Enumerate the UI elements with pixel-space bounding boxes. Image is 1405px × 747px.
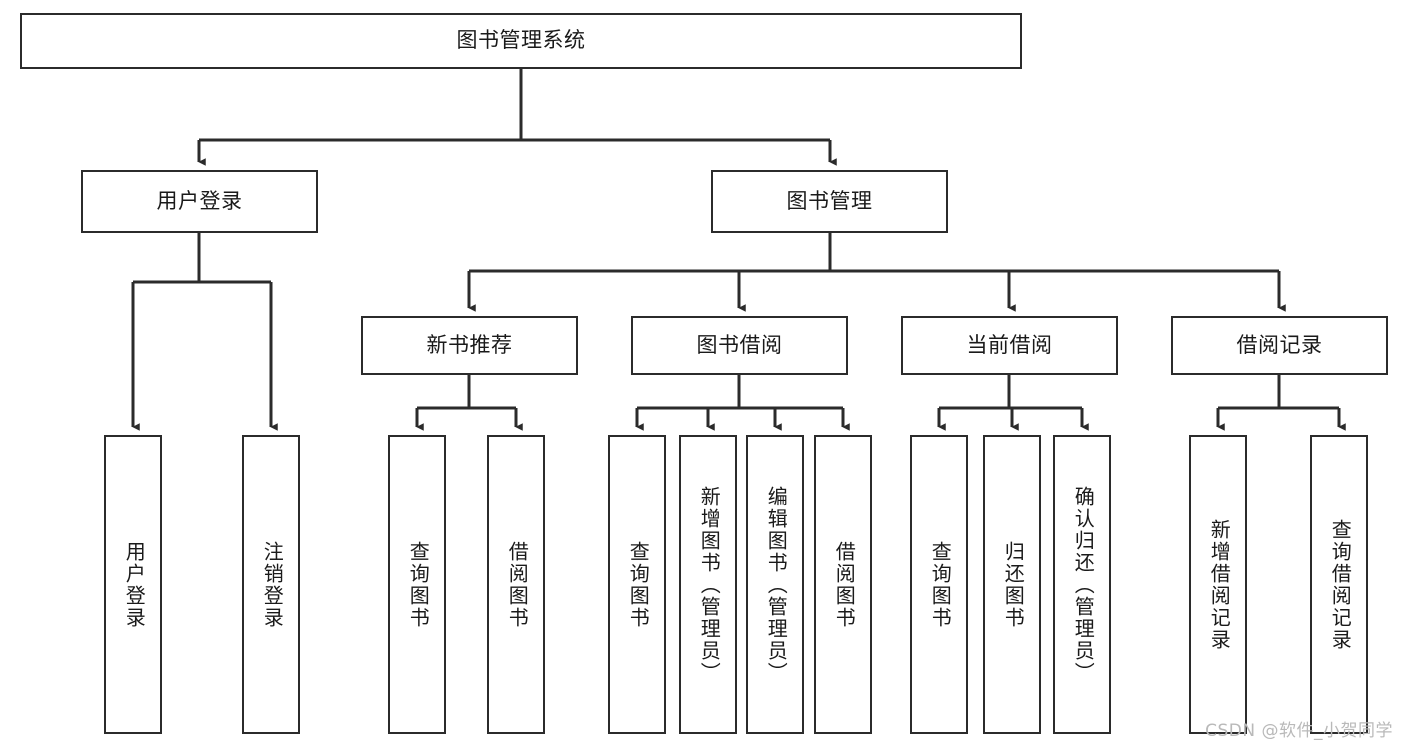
node-book-manage-label: 图书管理 [786, 189, 873, 213]
node-leaf-query-book-borrow[interactable]: 查询图书 [608, 435, 666, 734]
node-book-borrow[interactable]: 图书借阅 [631, 316, 848, 375]
node-leaf-return-book[interactable]: 归还图书 [983, 435, 1041, 734]
node-user-login[interactable]: 用户登录 [81, 170, 318, 233]
node-new-book-recommend[interactable]: 新书推荐 [361, 316, 578, 375]
node-borrow-record[interactable]: 借阅记录 [1171, 316, 1388, 375]
node-leaf-borrow-book-recommend[interactable]: 借阅图书 [487, 435, 545, 734]
node-leaf-query-book-borrow-label: 查询图书 [626, 540, 649, 629]
node-root[interactable]: 图书管理系统 [20, 13, 1022, 69]
node-leaf-query-borrow-record[interactable]: 查询借阅记录 [1310, 435, 1368, 734]
node-book-manage[interactable]: 图书管理 [711, 170, 948, 233]
node-leaf-query-borrow-record-label: 查询借阅记录 [1328, 518, 1351, 651]
node-leaf-borrow-book-label: 借阅图书 [832, 540, 855, 629]
node-leaf-confirm-return-label: 确认归还（管理员） [1071, 485, 1094, 684]
node-leaf-edit-book-label: 编辑图书（管理员） [764, 485, 787, 684]
node-leaf-user-logout-label: 注销登录 [260, 540, 283, 629]
node-borrow-record-label: 借阅记录 [1236, 333, 1323, 357]
node-leaf-borrow-book[interactable]: 借阅图书 [814, 435, 872, 734]
node-leaf-user-login-label: 用户登录 [122, 540, 145, 629]
node-leaf-user-login[interactable]: 用户登录 [104, 435, 162, 734]
node-leaf-add-borrow-record[interactable]: 新增借阅记录 [1189, 435, 1247, 734]
node-book-borrow-label: 图书借阅 [696, 333, 783, 357]
node-leaf-query-book-recommend-label: 查询图书 [406, 540, 429, 629]
node-leaf-confirm-return[interactable]: 确认归还（管理员） [1053, 435, 1111, 734]
node-leaf-add-borrow-record-label: 新增借阅记录 [1207, 518, 1230, 651]
node-leaf-add-book-label: 新增图书（管理员） [697, 485, 720, 684]
node-new-book-recommend-label: 新书推荐 [426, 333, 513, 357]
node-leaf-borrow-book-recommend-label: 借阅图书 [505, 540, 528, 629]
node-leaf-user-logout[interactable]: 注销登录 [242, 435, 300, 734]
node-leaf-query-book-current-label: 查询图书 [928, 540, 951, 629]
node-current-borrow[interactable]: 当前借阅 [901, 316, 1118, 375]
node-leaf-add-book[interactable]: 新增图书（管理员） [679, 435, 737, 734]
node-leaf-query-book-current[interactable]: 查询图书 [910, 435, 968, 734]
node-user-login-label: 用户登录 [156, 189, 243, 213]
node-root-label: 图书管理系统 [456, 29, 586, 53]
node-leaf-return-book-label: 归还图书 [1001, 540, 1024, 629]
node-current-borrow-label: 当前借阅 [966, 333, 1053, 357]
node-leaf-query-book-recommend[interactable]: 查询图书 [388, 435, 446, 734]
node-leaf-edit-book[interactable]: 编辑图书（管理员） [746, 435, 804, 734]
csdn-watermark: CSDN @软件_小贺同学 [1205, 721, 1393, 741]
